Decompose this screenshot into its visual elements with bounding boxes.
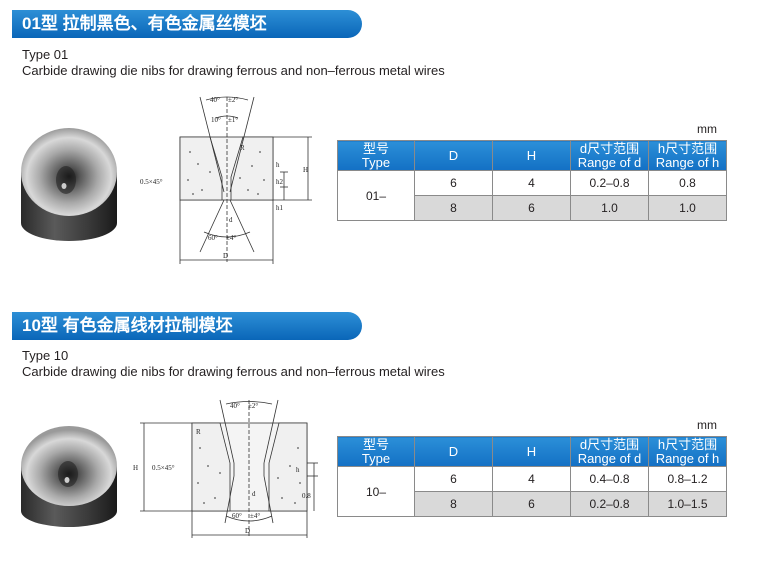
cell-D: 6 [414, 466, 493, 492]
die-nib-photo [21, 128, 117, 241]
type-description: Carbide drawing die nibs for drawing fer… [22, 63, 445, 78]
cell-D: 6 [414, 170, 493, 196]
drawing-label-h: h [276, 161, 280, 169]
table-row: 10– 6 4 0.4–0.8 0.8–1.2 [337, 466, 727, 517]
header-H: H [492, 140, 571, 171]
drawing-label-bottom-angle: 60° [208, 234, 218, 242]
drawing-label-D: D [245, 527, 250, 535]
header-H: H [492, 436, 571, 467]
drawing-label-D: D [223, 252, 228, 260]
cell-d: 0.2–0.8 [570, 170, 649, 196]
type-label: Type 10 [22, 348, 69, 363]
cell-h: 0.8 [648, 170, 727, 196]
cell-h: 1.0–1.5 [648, 491, 727, 517]
cell-H: 4 [492, 170, 571, 196]
drawing-label-R: R [240, 144, 245, 152]
drawing-label-top-angle: 40° [230, 402, 240, 410]
drawing-label-top-angle: 40° [210, 96, 220, 104]
die-nib-photo [21, 426, 117, 527]
drawing-label-bottom-tol: ±4° [226, 234, 236, 242]
die-nib-drawing: 40° ±2° 10° ±1° 60° ±4° 0.5×45° R H h h2… [140, 96, 312, 264]
drawing-label-H: H [133, 464, 138, 472]
type-cell: 01– [337, 170, 415, 221]
drawing-label-h1: h1 [276, 204, 284, 212]
table-row: 8 6 0.2–0.8 1.0–1.5 [338, 491, 727, 517]
cell-D: 8 [414, 195, 493, 221]
cell-h: 1.0 [648, 195, 727, 221]
type-description: Carbide drawing die nibs for drawing fer… [22, 364, 445, 379]
header-D: D [414, 436, 493, 467]
drawing-label-d: d [252, 490, 256, 498]
drawing-label-mid-angle: 10° [211, 116, 221, 124]
type-cell: 10– [337, 466, 415, 517]
cell-H: 6 [492, 491, 571, 517]
drawing-label-top-tol: ±2° [228, 96, 238, 104]
drawing-label-bottom-tol: ±4° [250, 512, 260, 520]
header-D: D [414, 140, 493, 171]
cell-H: 6 [492, 195, 571, 221]
drawing-label-top-tol: ±2° [248, 402, 258, 410]
drawing-label-mid-tol: ±1° [228, 116, 238, 124]
unit-label: mm [697, 418, 717, 432]
drawing-label-chamfer: 0.5×45° [152, 464, 175, 472]
cell-D: 8 [414, 491, 493, 517]
cell-d: 1.0 [570, 195, 649, 221]
cell-h: 0.8–1.2 [648, 466, 727, 492]
table-row: 8 6 1.0 1.0 [338, 195, 727, 221]
unit-label: mm [697, 122, 717, 136]
drawing-label-h: h [296, 466, 300, 474]
drawing-label-h-val: 0.8 [302, 492, 311, 500]
drawing-label-d: d [229, 216, 233, 224]
table-row: 01– 6 4 0.2–0.8 0.8 [337, 170, 727, 221]
cell-d: 0.4–0.8 [570, 466, 649, 492]
drawing-label-bottom-angle: 60° [232, 512, 242, 520]
drawing-label-h2: h2 [276, 178, 284, 186]
cell-d: 0.2–0.8 [570, 491, 649, 517]
drawing-label-R: R [196, 428, 201, 436]
section-banner: 10型 有色金属线材拉制模坯 [12, 312, 362, 340]
cell-H: 4 [492, 466, 571, 492]
type-label: Type 01 [22, 47, 69, 62]
die-nib-drawing: 40° ±2° 60° ±4° 0.5×45° R H h 0.8 d D [133, 399, 318, 538]
drawing-label-H: H [303, 166, 308, 174]
drawing-label-chamfer: 0.5×45° [140, 178, 163, 186]
section-banner: 01型 拉制黑色、有色金属丝模坯 [12, 10, 362, 38]
